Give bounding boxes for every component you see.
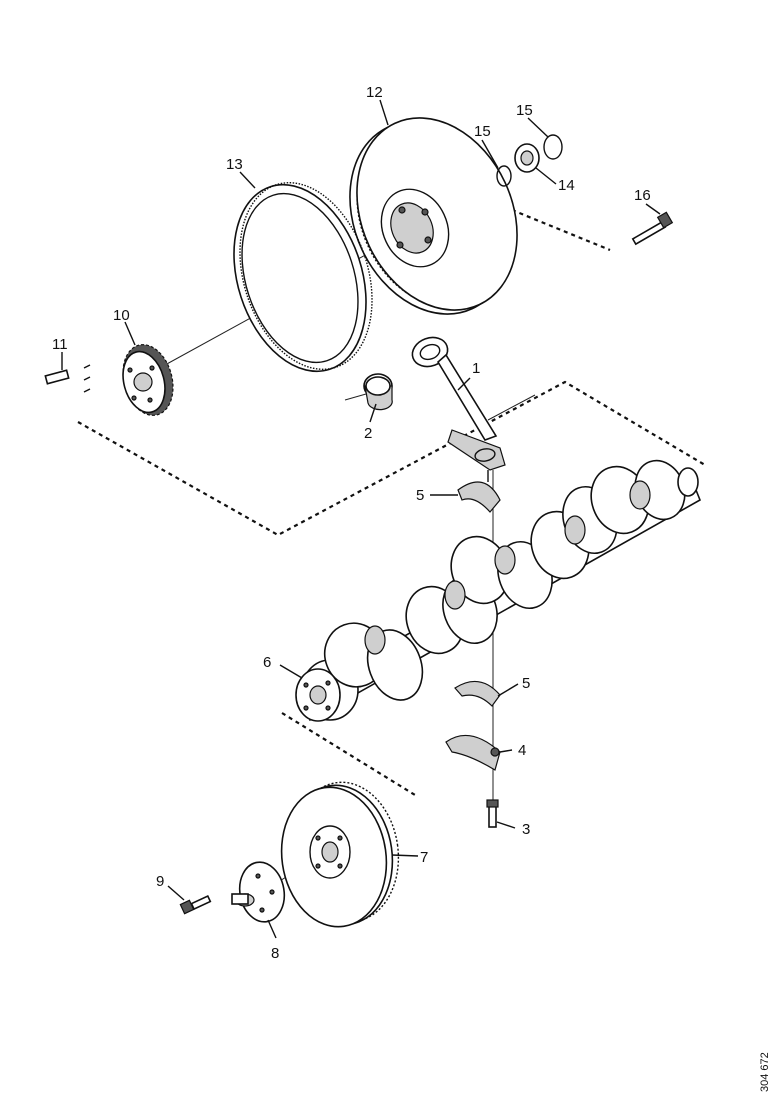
callout-9: 9	[156, 873, 164, 890]
callout-1: 1	[472, 360, 480, 377]
pilot-bearing	[514, 143, 540, 173]
leader-lines	[61, 99, 661, 939]
callout-11: 11	[52, 336, 68, 353]
circlip-inner	[496, 165, 512, 187]
bearing-cap	[445, 734, 501, 771]
callout-4: 4	[518, 742, 526, 759]
connecting-rod	[411, 336, 506, 471]
crankshaft	[295, 459, 702, 722]
timing-gear	[122, 344, 174, 416]
callouts: 1 2 3 4 5 5 6 7 8 9 10 11 12 13 14 15 15…	[52, 84, 651, 962]
flywheel-bolt	[631, 211, 674, 246]
assembly-dashed-lines	[77, 208, 706, 796]
callout-5b: 5	[522, 675, 530, 692]
callout-15a: 15	[474, 123, 491, 140]
callout-14: 14	[558, 177, 575, 194]
circlip-outer	[543, 134, 563, 160]
bolt-3	[486, 799, 499, 828]
callout-2: 2	[364, 425, 372, 442]
bearing-shell-upper	[457, 470, 501, 513]
callout-8: 8	[271, 945, 279, 962]
bush	[363, 373, 393, 411]
callout-5a: 5	[416, 487, 424, 504]
callout-7: 7	[420, 849, 428, 866]
callout-13: 13	[226, 156, 243, 173]
callout-3: 3	[522, 821, 530, 838]
callout-16: 16	[634, 187, 651, 204]
pin-11	[44, 364, 91, 393]
bolt-9	[179, 894, 212, 915]
callout-6: 6	[263, 654, 271, 671]
ring-gear	[233, 182, 373, 373]
hub	[231, 861, 286, 923]
callout-15b: 15	[516, 102, 533, 119]
bearing-shell-lower	[454, 680, 501, 707]
drawing-reference-code: 304 672	[759, 1052, 771, 1092]
callout-12: 12	[366, 84, 383, 101]
vibration-damper	[280, 781, 400, 928]
callout-10: 10	[113, 307, 130, 324]
flywheel	[349, 117, 518, 315]
